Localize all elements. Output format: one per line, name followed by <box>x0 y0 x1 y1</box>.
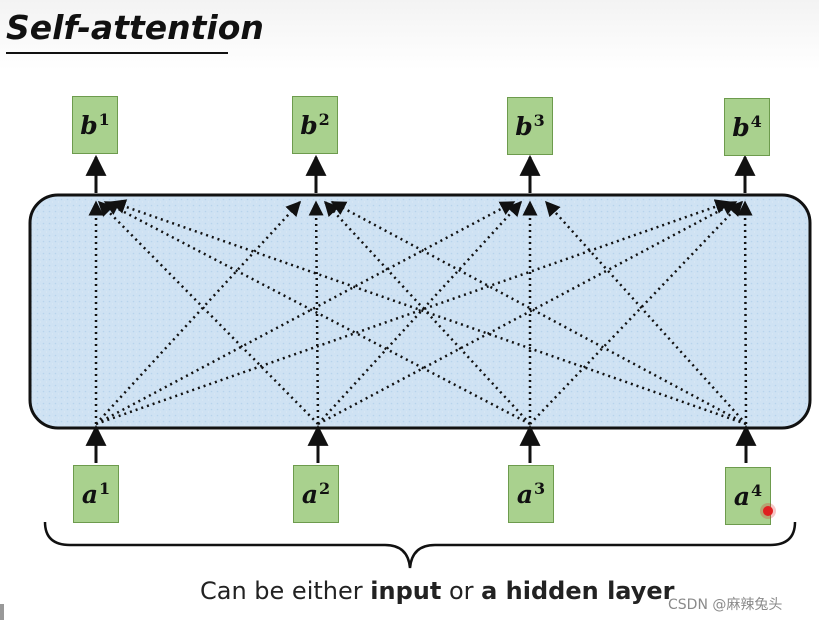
input-a4-index: 4 <box>751 480 763 500</box>
page-title: Self-attention <box>6 8 264 47</box>
title-underline <box>6 52 228 54</box>
attention-arrow-a2-to-b4 <box>317 200 738 426</box>
attention-arrow-a2-to-b1 <box>97 200 319 425</box>
input-a1-index: 1 <box>99 478 111 498</box>
bottom-brace <box>43 521 797 569</box>
attention-arrow-a2-to-b3 <box>317 200 523 425</box>
caption-bold-hidden-layer: a hidden layer <box>481 577 675 605</box>
output-b4-index: 4 <box>750 111 762 131</box>
attention-arrow-a4-to-b4 <box>737 200 753 425</box>
title-band <box>0 0 819 70</box>
attention-arrow-a1-to-b4 <box>95 199 731 426</box>
output-b3-index: 3 <box>533 110 545 130</box>
caption: Can be either input or a hidden layer <box>200 577 675 605</box>
caption-middle: or <box>441 577 482 605</box>
input-a4-symbol: a <box>733 481 751 511</box>
input-a3-symbol: a <box>516 479 534 509</box>
attention-arrow-a1-to-b2 <box>95 200 302 425</box>
attention-arrow-a4-to-b1 <box>110 199 747 426</box>
input-output-arrows <box>85 154 757 463</box>
attention-arrow-a3-to-b1 <box>103 200 531 426</box>
caption-prefix: Can be either <box>200 577 371 605</box>
attention-arrow-a4-to-b2 <box>330 200 747 426</box>
input-a1-symbol: a <box>81 479 99 509</box>
watermark: CSDN @麻辣兔头 <box>668 597 783 613</box>
attention-arrow-a1-to-b3 <box>95 200 516 426</box>
input-a3-index: 3 <box>534 478 546 498</box>
attention-arrow-a4-to-b3 <box>544 200 747 425</box>
attention-connections <box>88 199 753 426</box>
input-a2-symbol: a <box>301 479 319 509</box>
output-b1-index: 1 <box>98 109 110 129</box>
input-a2-index: 2 <box>319 478 331 498</box>
output-b2-symbol: b <box>300 110 318 140</box>
cursor-pointer-dot <box>763 506 773 516</box>
output-b3-symbol: b <box>515 111 533 141</box>
output-b2-index: 2 <box>318 109 330 129</box>
output-b1-symbol: b <box>80 110 98 140</box>
caption-bold-input: input <box>370 577 442 605</box>
output-b4-symbol: b <box>732 112 750 142</box>
scrollbar-edge <box>0 604 4 620</box>
attention-arrow-a2-to-b2 <box>308 200 324 425</box>
